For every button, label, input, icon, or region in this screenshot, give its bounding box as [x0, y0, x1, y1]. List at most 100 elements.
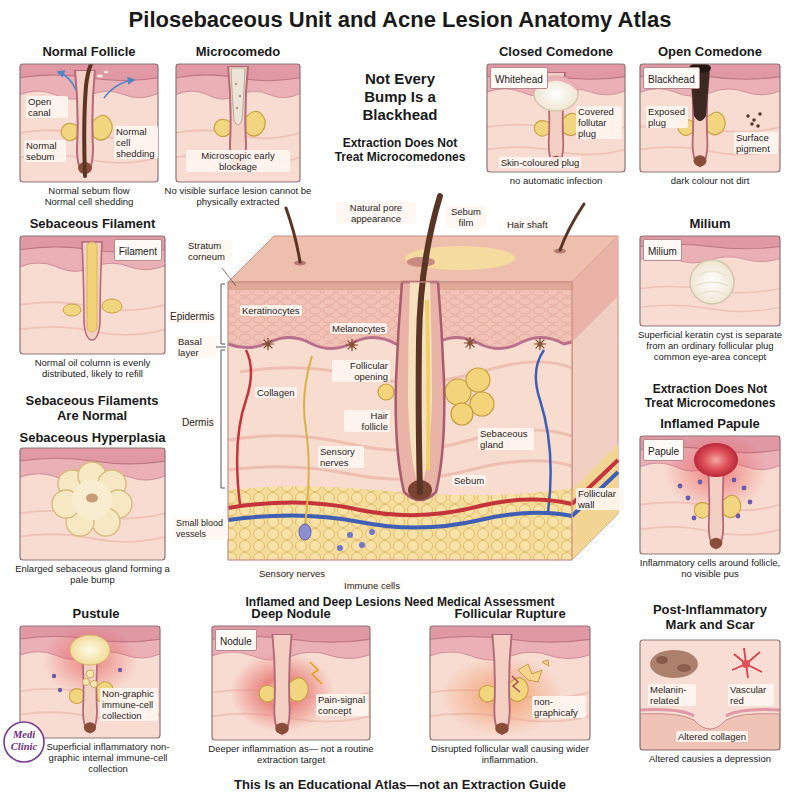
part-label: non-graphicafy — [532, 696, 586, 718]
milium-art — [640, 236, 780, 326]
milium-art — [640, 236, 780, 326]
part-label: Non-graphic immune-cell collection — [100, 688, 158, 721]
label-slot: Sensory nerves — [247, 563, 337, 581]
papule-art — [640, 432, 780, 554]
pustule-art — [20, 624, 160, 738]
nodule-art — [212, 626, 370, 740]
papule-art — [678, 478, 753, 521]
papule-art — [748, 500, 753, 505]
part-label: Follicular opening — [332, 360, 390, 382]
lesion-panel: Deep NoduleDeeper inflammation as— not a… — [208, 606, 374, 768]
rupture-art — [430, 626, 590, 740]
part-label: Collagen — [255, 387, 297, 398]
papule-art — [640, 436, 780, 554]
part-label: Dermis — [180, 417, 216, 429]
label-slot: Immune cells — [332, 575, 412, 593]
papule-art — [686, 496, 691, 501]
logo-badge — [4, 722, 44, 762]
normal-follicle-art — [104, 80, 134, 98]
label-slot: Hair follicle — [344, 410, 390, 434]
mark-scar-art — [640, 714, 780, 750]
mark-scar-art — [656, 656, 668, 664]
hyperplasia-art — [20, 448, 165, 560]
label-slot: Stratum corneum — [186, 240, 232, 264]
open-comedone-art — [640, 63, 780, 172]
mark-scar-art — [677, 664, 691, 672]
papule-art — [640, 432, 780, 554]
lesion-panel: Sebaceous FilamentNormal oil column is e… — [15, 216, 170, 382]
skin-block-art — [221, 284, 225, 344]
lesion-panel: Inflamed PapuleInflammatory cells around… — [637, 416, 783, 582]
filament-art — [20, 236, 165, 354]
rupture-art — [479, 634, 528, 734]
microcomedo-art — [239, 95, 241, 97]
nodule-art — [212, 626, 370, 740]
pustule-art — [118, 668, 122, 672]
label-slot: Natural pore appearance — [336, 202, 416, 226]
papule-art — [732, 478, 737, 483]
closed-comedone-art — [487, 64, 625, 172]
label-slot: Covered follutar plug — [576, 106, 622, 141]
pustule-art — [20, 626, 160, 738]
microcomedo-art — [176, 64, 300, 182]
skin-block-art — [216, 347, 226, 348]
open-comedone-art — [750, 122, 754, 126]
label-slot: Melanin-related — [648, 684, 696, 708]
microcomedo-art — [231, 68, 245, 125]
part-label: Hair shaft — [505, 219, 550, 230]
skin-block-art — [470, 392, 494, 416]
label-slot: Sebaceous Filaments Are Normal — [15, 393, 170, 424]
skin-block-art — [228, 486, 572, 560]
caption-text: Superficial inflammatory non-graphic int… — [44, 741, 172, 774]
skin-block-art — [228, 513, 572, 528]
part-label: Natural pore appearance — [336, 202, 416, 224]
filament-art — [102, 299, 122, 313]
microcomedo-art — [235, 83, 237, 85]
note-text: Not Every Bump Is a Blackhead — [350, 70, 450, 124]
lesion-panel: MiliumSuperficial keratin cyst is separa… — [637, 216, 783, 365]
papule-art — [698, 480, 703, 485]
part-label: Vascular red — [728, 684, 774, 706]
normal-follicle-art — [20, 58, 158, 182]
milium-art — [690, 260, 734, 304]
skin-block-art — [369, 529, 375, 535]
pustule-art — [52, 674, 56, 678]
milium-art — [640, 236, 780, 326]
tag-text: Nodule — [220, 636, 252, 647]
microcomedo-art — [236, 107, 238, 109]
skin-block-art — [405, 246, 515, 270]
label-slot: Extraction Does Not Treat Microcomedones — [640, 382, 780, 411]
filament-art — [82, 242, 102, 340]
rupture-art — [542, 660, 549, 666]
nodule-art — [259, 634, 308, 734]
caption-text: Enlarged sebaceous gland forming a pale … — [15, 563, 170, 585]
mark-scar-art — [650, 650, 698, 678]
filament-art — [20, 236, 165, 354]
papule-art — [736, 514, 741, 519]
note-text: Inflamed and Deep Lesions Need Medical A… — [246, 595, 555, 609]
label-slot: Sebaceous gland — [478, 428, 534, 452]
milium-art — [696, 271, 728, 294]
lesion-panel: Sebaceous HyperplasiaEnlarged sebaceous … — [15, 430, 170, 588]
part-label: Sebum — [452, 475, 486, 486]
part-label: Sebaceous gland — [478, 428, 534, 450]
page-title: Pilosebaceous Unit and Acne Lesion Anato… — [0, 7, 800, 33]
skin-block-art — [216, 196, 618, 560]
label-slot: Melanocytes — [330, 318, 394, 336]
pustule-art — [20, 624, 160, 738]
tag-text: Whitehead — [495, 74, 543, 85]
pustule-art — [83, 679, 90, 686]
part-label: Skin-coloured plug — [499, 157, 582, 168]
mark-scar-art — [742, 660, 750, 668]
skin-block-art — [337, 545, 343, 551]
hyperplasia-art — [20, 448, 165, 560]
tag-box: Blackhead — [643, 67, 700, 89]
label-slot: Sebum film — [446, 206, 486, 230]
tag-text: Blackhead — [648, 74, 695, 85]
part-label: Surface pigment — [734, 132, 778, 154]
open-comedone-art — [758, 112, 762, 116]
skin-block-art — [346, 339, 358, 351]
label-slot: Sensory nerves — [318, 446, 364, 470]
mark-scar-art — [732, 648, 762, 678]
caption-text: dark colour not dirt — [640, 175, 780, 186]
